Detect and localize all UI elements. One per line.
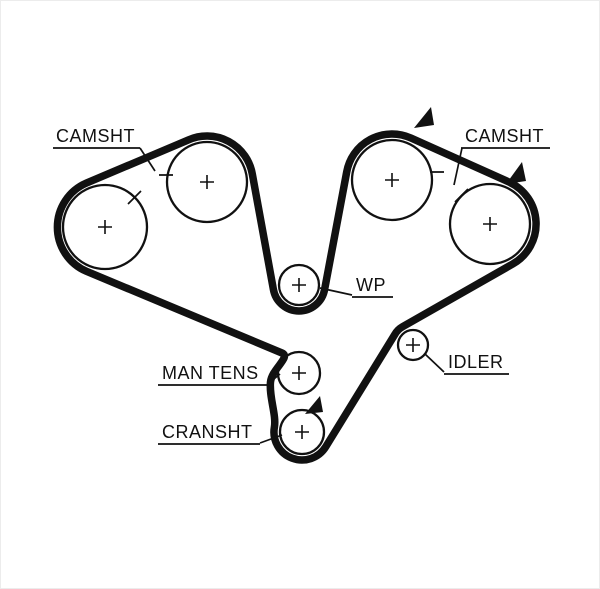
label-tensioner: MAN TENS bbox=[162, 363, 259, 383]
rotation-arrow-crankshaft bbox=[305, 396, 323, 414]
label-camshaft-right: CAMSHT bbox=[465, 126, 544, 146]
camshaft-pulley-left-inner bbox=[165, 140, 249, 224]
label-pointer-camshaft-left bbox=[139, 147, 156, 172]
label-underlines bbox=[53, 147, 550, 445]
label-camshaft-left: CAMSHT bbox=[56, 126, 135, 146]
water-pump-pulley bbox=[277, 263, 321, 307]
timing-belt bbox=[53, 130, 540, 464]
label-pointer-water-pump bbox=[319, 287, 353, 296]
label-pointer-tensioner bbox=[268, 373, 281, 384]
label-idler: IDLER bbox=[448, 352, 504, 372]
label-crankshaft: CRANSHT bbox=[162, 422, 253, 442]
pulley-center-marks bbox=[98, 173, 497, 439]
timing-marks bbox=[127, 171, 469, 205]
rotation-arrow-cam-right-inner bbox=[414, 107, 434, 128]
idler-pulley bbox=[396, 328, 430, 362]
camshaft-pulley-right-outer bbox=[448, 182, 532, 266]
crankshaft-sprocket bbox=[278, 408, 326, 456]
label-pointer-camshaft-right bbox=[453, 147, 463, 186]
label-pointer-crankshaft bbox=[259, 434, 283, 444]
rotation-arrow-cam-right-outer bbox=[506, 162, 526, 184]
camshaft-pulley-right-inner bbox=[350, 138, 434, 222]
label-pointer-idler bbox=[424, 353, 445, 373]
camshaft-pulley-left-outer bbox=[61, 183, 149, 271]
label-water-pump: WP bbox=[356, 275, 386, 295]
